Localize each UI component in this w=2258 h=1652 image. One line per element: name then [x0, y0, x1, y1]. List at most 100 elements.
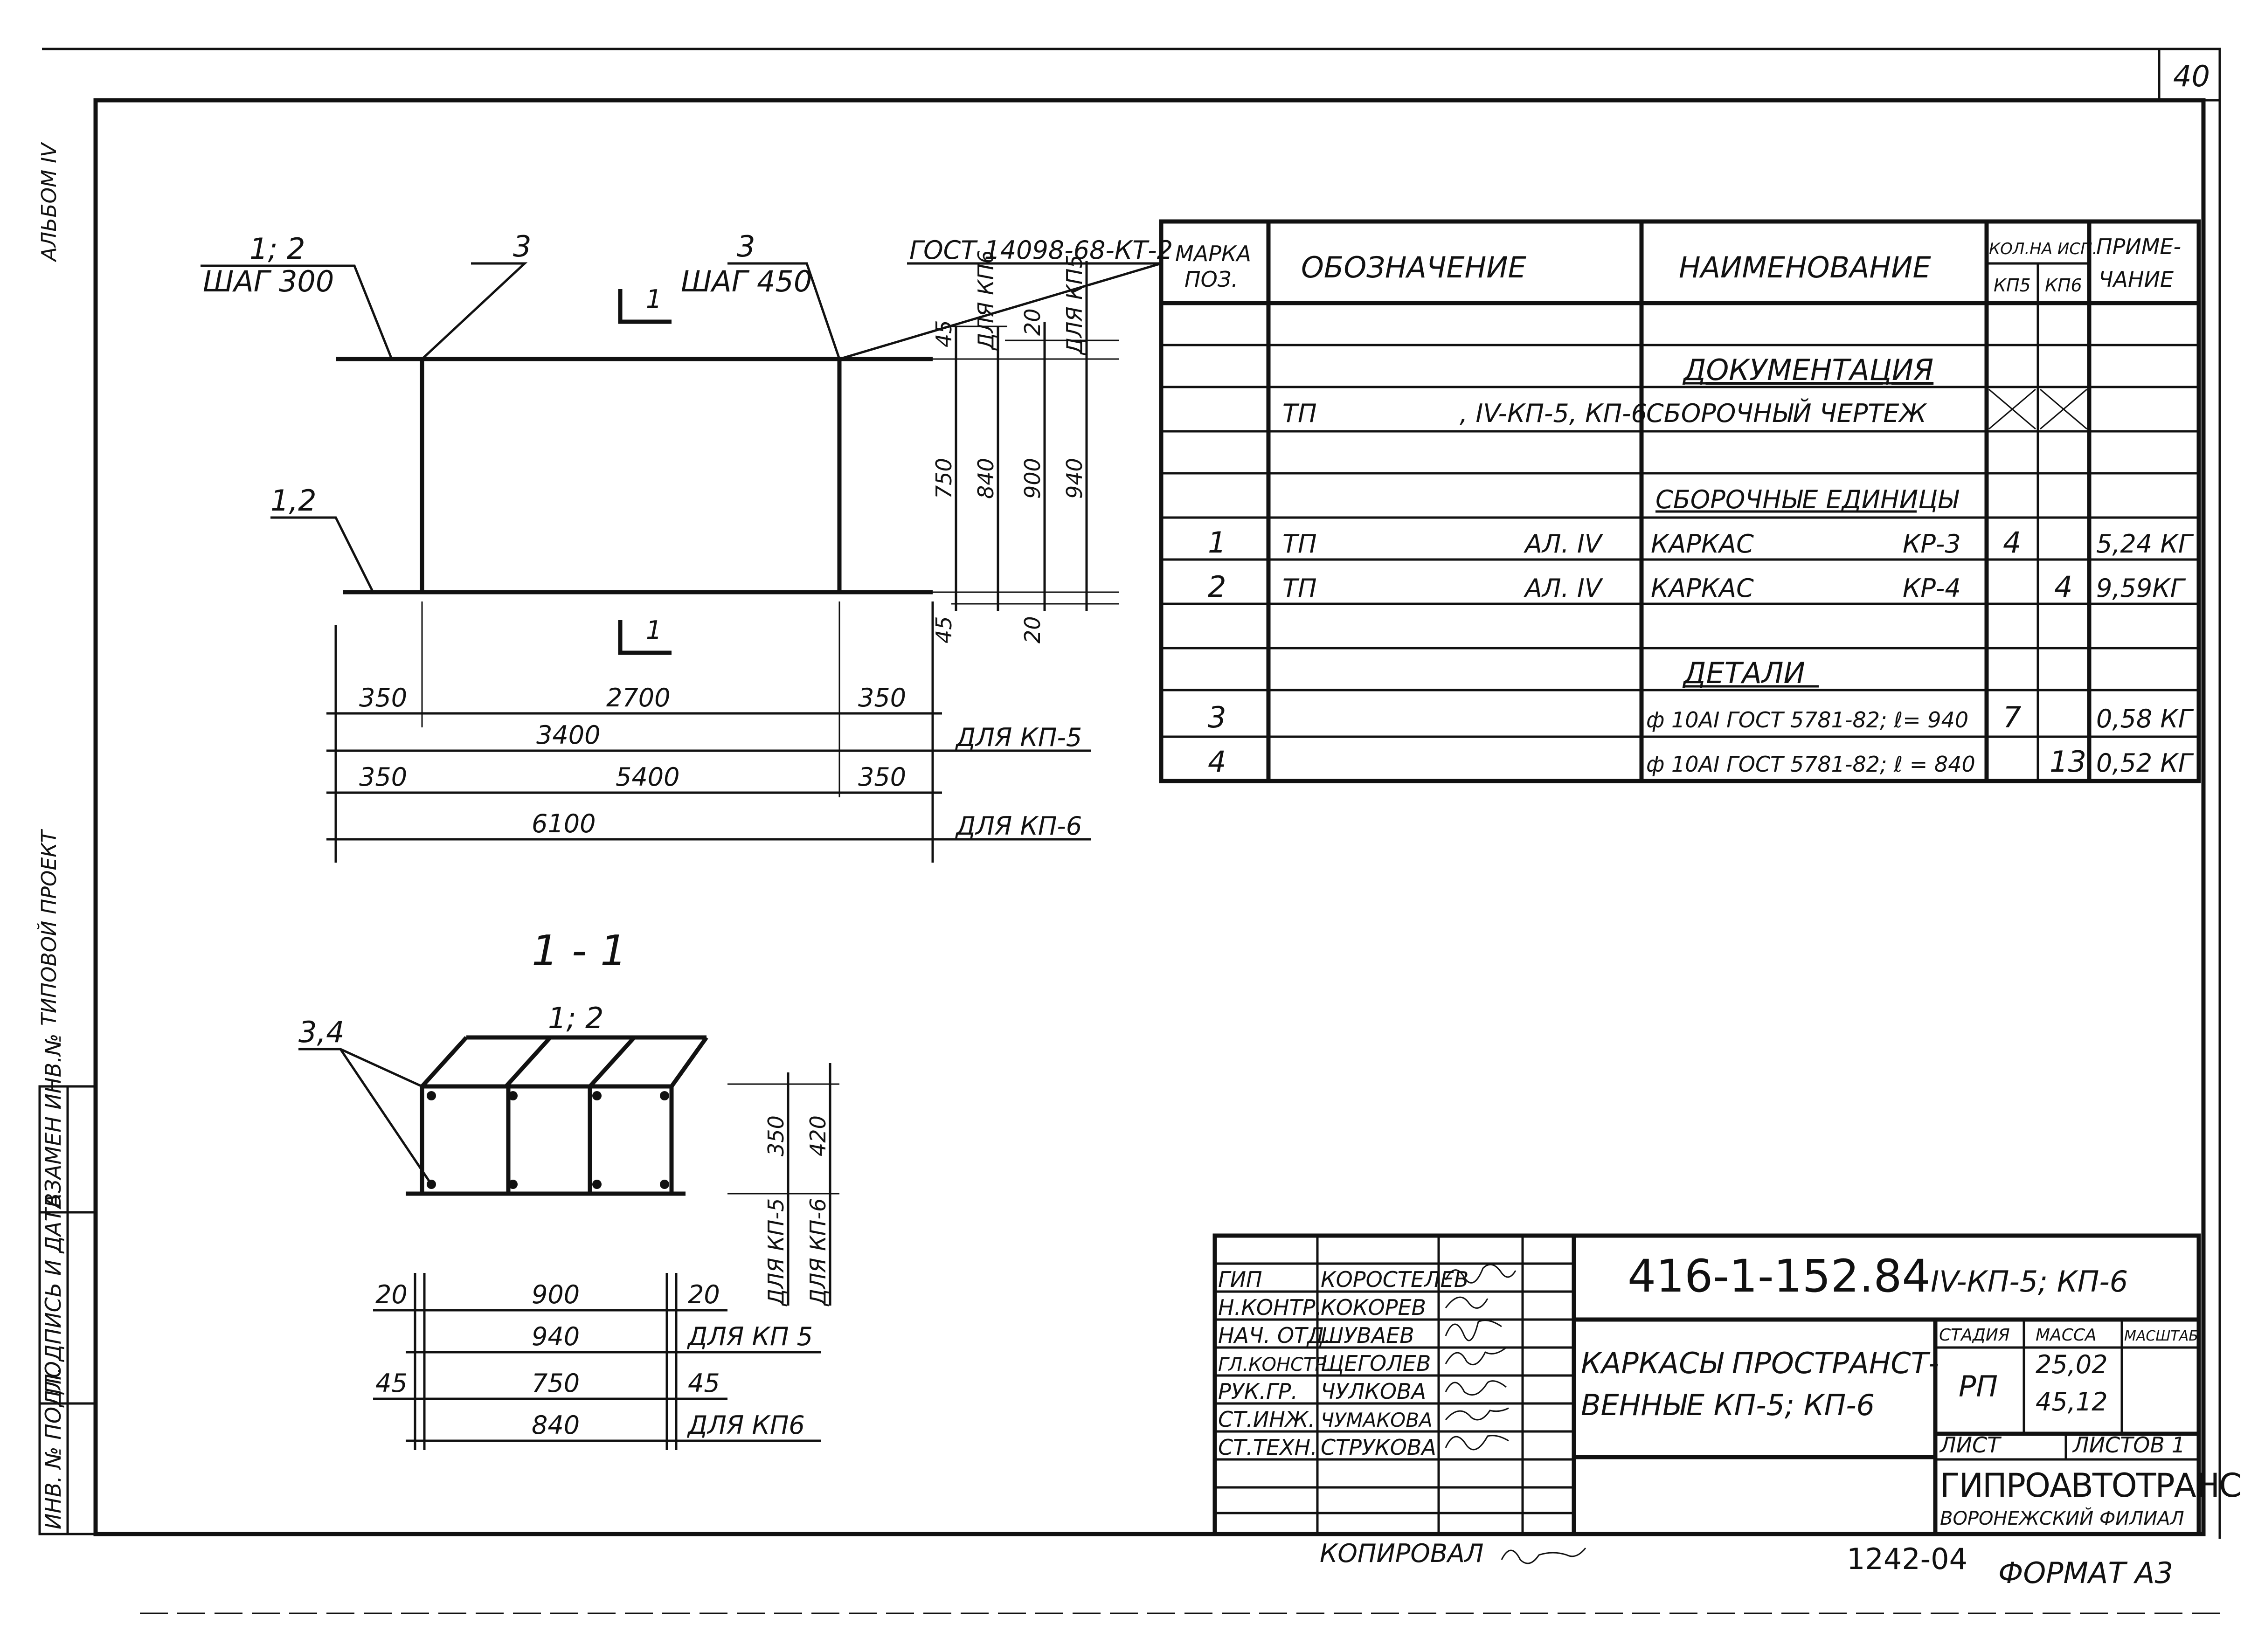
- sec-dim-840: 840: [532, 1410, 580, 1440]
- margin-album: АЛЬБОМ IV: [37, 142, 61, 263]
- staff-role-5: СТ.ИНЖ.: [1218, 1407, 1315, 1432]
- bottom-notes: КОПИРОВАЛ 1242-04 ФОРМАТ А3: [1320, 1539, 2173, 1590]
- row1-mark: КР-3: [1903, 529, 1961, 559]
- hdr-marka: МАРКА: [1175, 241, 1251, 266]
- hdr-prim-1: ПРИМЕ-: [2096, 234, 2181, 259]
- row1-note: 5,24 КГ: [2096, 529, 2194, 559]
- section-mark-bottom: 1: [646, 615, 662, 645]
- label-pos-1-2-step: 1; 2: [249, 232, 305, 266]
- company-name: ГИПРОАВТОТРАНС: [1940, 1466, 2241, 1505]
- col-massa: МАССА: [2036, 1326, 2097, 1345]
- staff-role-3: ГЛ.КОНСТР.: [1218, 1354, 1332, 1376]
- row1-oboz-b: АЛ. IV: [1524, 529, 1604, 559]
- sheet-frame: 40: [42, 48, 2229, 1614]
- label-pos-3a: 3: [513, 229, 531, 263]
- row1-pos: 1: [1208, 525, 1226, 560]
- staff-role-2: НАЧ. ОТД.: [1218, 1323, 1331, 1348]
- dim-350-c: 350: [359, 762, 407, 792]
- dim-3400: 3400: [536, 720, 600, 750]
- row3-name: ф 10АI ГОСТ 5781-82; ℓ= 940: [1646, 707, 1968, 733]
- plan-view: 1; 2 ШАГ 300 3 3 ШАГ 450 ГОСТ 14098-68-К…: [201, 229, 1173, 863]
- hdr-poz: ПОЗ.: [1184, 267, 1238, 292]
- row2-note: 9,59КГ: [2096, 574, 2186, 603]
- dim-45-bottom: 45: [931, 616, 956, 643]
- hdr-naimenovanie: НАИМЕНОВАНИЕ: [1679, 250, 1931, 284]
- title-name-line2: ВЕННЫЕ КП-5; КП-6: [1581, 1388, 1875, 1422]
- dim-2700: 2700: [606, 683, 670, 712]
- specification-table: МАРКА ПОЗ. ОБОЗНАЧЕНИЕ НАИМЕНОВАНИЕ КОЛ.…: [1159, 219, 2201, 783]
- vertical-dimensions: 45 750 45 ДЛЯ КП6 840 20 900 20 ДЛЯ КП5 …: [931, 250, 1119, 643]
- row2-oboz-b: АЛ. IV: [1524, 574, 1604, 603]
- dim-20-bottom: 20: [1020, 616, 1045, 643]
- staff-name-4: ЧУЛКОВА: [1321, 1379, 1426, 1404]
- hdr-kp5: КП5: [1994, 275, 2031, 296]
- section-1-1: 1 - 1 3,4 1; 2 350 420 ДЛЯ КП-5 ДЛЯ КП-6: [298, 926, 839, 1450]
- title-block: ГИП КОРОСТЕЛЕВ Н.КОНТР. КОКОРЕВ НАЧ. ОТД…: [1212, 1233, 2242, 1536]
- row2-oboz-a: ТП: [1282, 574, 1317, 603]
- massa-value-1: 25,02: [2036, 1350, 2108, 1379]
- staff-name-3: ЩЕГОЛЕВ: [1321, 1351, 1431, 1376]
- margin-box-inv: ИНВ. № ПОДЛ.: [41, 1367, 66, 1529]
- label-step-300: ШАГ 300: [203, 264, 334, 298]
- label-pos-1-2-section: 1; 2: [548, 1001, 604, 1035]
- staff-role-0: ГИП: [1218, 1267, 1262, 1292]
- label-pos-3-4: 3,4: [298, 1015, 345, 1049]
- dim-750: 750: [931, 458, 956, 499]
- dim-for-kp6: ДЛЯ КП-6: [955, 811, 1082, 841]
- massa-value-2: 45,12: [2036, 1387, 2108, 1417]
- sec-dim-20-b: 20: [688, 1280, 720, 1309]
- row1-oboz-a: ТП: [1282, 529, 1317, 559]
- dim-for-kp6-vertical: ДЛЯ КП6: [973, 250, 998, 351]
- listov-label: ЛИСТОВ 1: [2072, 1432, 2185, 1458]
- hdr-kp6: КП6: [2045, 275, 2082, 296]
- section-title: 1 - 1: [532, 926, 627, 975]
- company-branch: ВОРОНЕЖСКИЙ ФИЛИАЛ: [1940, 1507, 2184, 1529]
- staff-name-0: КОРОСТЕЛЕВ: [1321, 1267, 1468, 1292]
- list-label: ЛИСТ: [1939, 1432, 2002, 1458]
- dim-900: 900: [1020, 458, 1045, 499]
- staff-name-6: СТРУКОВА: [1321, 1435, 1436, 1460]
- row2-name: КАРКАС: [1651, 574, 1754, 603]
- section-details: ДЕТАЛИ: [1682, 656, 1805, 690]
- dim-for-kp5: ДЛЯ КП-5: [955, 723, 1082, 752]
- sec-dim-for-kp5-vertical: ДЛЯ КП-5: [763, 1198, 789, 1306]
- staff-name-2: ШУВАЕВ: [1321, 1323, 1414, 1348]
- col-masshtab: МАСШТАБ: [2124, 1328, 2198, 1344]
- horizontal-dimensions: 350 2700 350 3400 ДЛЯ КП-5 350 5400 350 …: [326, 601, 1091, 863]
- dim-45-top: 45: [931, 320, 956, 347]
- doc-oboz-b: , IV-КП-5, КП-6: [1460, 399, 1647, 428]
- sheet-format: ФОРМАТ А3: [1998, 1556, 2173, 1590]
- sec-dim-900: 900: [532, 1280, 580, 1309]
- order-number: 1242-04: [1847, 1542, 1967, 1576]
- doc-name: СБОРОЧНЫЙ ЧЕРТЕЖ: [1646, 399, 1928, 428]
- row1-kp5: 4: [2003, 525, 2021, 560]
- sec-dim-for-kp5: ДЛЯ КП 5: [687, 1322, 813, 1351]
- dim-for-kp5-vertical: ДЛЯ КП5: [1062, 255, 1087, 355]
- sec-dim-for-kp6: ДЛЯ КП6: [687, 1410, 805, 1440]
- dim-350-d: 350: [858, 762, 906, 792]
- row4-note: 0,52 КГ: [2096, 748, 2194, 778]
- margin-box-sign: ПОДПИСЬ И ДАТА: [41, 1194, 66, 1394]
- sec-dim-45-a: 45: [375, 1369, 408, 1398]
- hdr-prim-2: ЧАНИЕ: [2099, 267, 2174, 292]
- sec-dim-45-b: 45: [688, 1369, 720, 1398]
- row2-mark: КР-4: [1903, 574, 1961, 603]
- label-step-450: ШАГ 450: [681, 264, 812, 298]
- page-number: 40: [2173, 59, 2210, 93]
- staff-name-1: КОКОРЕВ: [1321, 1295, 1426, 1320]
- row4-pos: 4: [1208, 745, 1226, 779]
- margin-box-replace: ВЗАМЕН ИНВ.№: [41, 1033, 66, 1208]
- dim-5400: 5400: [616, 762, 679, 792]
- staff-role-6: СТ.ТЕХН.: [1218, 1435, 1317, 1460]
- sec-dim-420: 420: [805, 1115, 831, 1156]
- col-stadia: СТАДИЯ: [1939, 1326, 2010, 1345]
- row3-kp5: 7: [2003, 700, 2021, 734]
- staff-role-4: РУК.ГР.: [1218, 1379, 1298, 1404]
- row2-pos: 2: [1208, 570, 1226, 604]
- sec-dim-940: 940: [532, 1322, 580, 1351]
- copied-by: КОПИРОВАЛ: [1320, 1539, 1484, 1568]
- row4-name: ф 10АI ГОСТ 5781-82; ℓ = 840: [1646, 752, 1975, 777]
- label-gost-weld: ГОСТ 14098-68-КТ-2: [909, 235, 1173, 265]
- label-pos-1-2: 1,2: [270, 484, 317, 518]
